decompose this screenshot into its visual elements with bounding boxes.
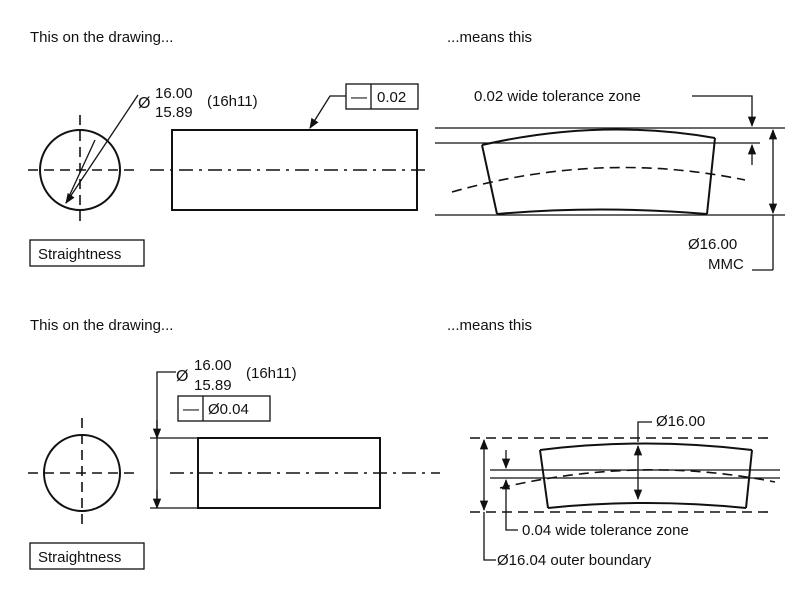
top-dia-upper: 16.00	[155, 85, 193, 102]
bottom-left-caption: This on the drawing...	[30, 317, 173, 334]
bottom-zone-label: 0.04 wide tolerance zone	[522, 522, 689, 539]
top-fcf-value: 0.02	[377, 89, 406, 106]
bottom-straightness-badge: Straightness	[29, 542, 145, 570]
top-left-caption: This on the drawing...	[30, 29, 173, 46]
top-zone-label: 0.02 wide tolerance zone	[474, 88, 641, 105]
bottom-fit-class: (16h11)	[246, 365, 297, 382]
bottom-dia-symbol: Ø	[176, 368, 188, 385]
bottom-side-view	[150, 437, 440, 509]
bottom-outer-label: Ø16.04 outer boundary	[497, 552, 652, 569]
bottom-badge-label: Straightness	[38, 549, 121, 566]
top-feature-control-frame: — 0.02	[309, 83, 419, 129]
top-interpretation: 0.02 wide tolerance zone Ø16.00 MMC	[435, 88, 785, 273]
top-example: This on the drawing... ...means this Ø 1…	[28, 29, 785, 273]
bottom-right-caption: ...means this	[447, 317, 532, 334]
top-straightness-badge: Straightness	[29, 239, 145, 267]
top-badge-label: Straightness	[38, 246, 121, 263]
top-mmc-label: MMC	[708, 256, 744, 273]
bottom-example: This on the drawing... ...means this Ø 1…	[28, 317, 780, 570]
top-fit-class: (16h11)	[207, 93, 258, 110]
top-diameter-callout: Ø 16.00 15.89 (16h11)	[138, 85, 258, 121]
top-fcf-symbol: —	[351, 89, 367, 106]
bottom-circle-view	[28, 418, 136, 528]
bottom-feature-control-frame: — Ø0.04	[177, 395, 271, 422]
top-dia-symbol: Ø	[138, 95, 150, 112]
bottom-fcf-symbol: —	[183, 401, 199, 418]
bottom-dia-lower: 15.89	[194, 377, 232, 394]
bottom-diameter-callout: Ø 16.00 15.89 (16h11)	[152, 357, 297, 510]
top-right-caption: ...means this	[447, 29, 532, 46]
top-mmc-dia: Ø16.00	[688, 236, 737, 253]
top-side-view	[150, 129, 430, 211]
bottom-interpretation: Ø16.00 0.04 wide tolerance zone Ø16.04 o…	[470, 413, 780, 569]
top-dia-lower: 15.89	[155, 104, 193, 121]
bottom-size-label: Ø16.00	[656, 413, 705, 430]
bottom-fcf-value: Ø0.04	[208, 401, 249, 418]
top-circle-view	[28, 94, 139, 225]
bottom-dia-upper: 16.00	[194, 357, 232, 374]
